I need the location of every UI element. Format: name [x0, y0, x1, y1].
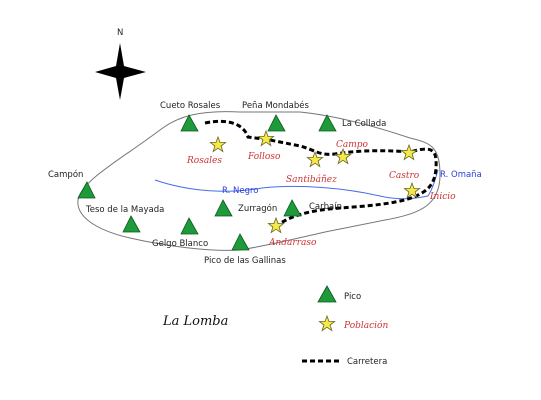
town-label: Folloso: [247, 152, 281, 162]
legend: Pico Población Carretera: [302, 285, 388, 367]
town-star-icon: [403, 181, 421, 199]
peak-triangle-icon: [180, 114, 199, 132]
river-negro-label: R. Negro: [222, 186, 259, 196]
river-omana-label: R. Omaña: [440, 170, 482, 180]
peak-label: Carbaín: [309, 202, 342, 212]
peak-label: La Collada: [342, 119, 386, 129]
legend-peak-label: Pico: [344, 292, 361, 302]
peak-label: Campón: [48, 169, 83, 180]
town-santibanez: Santibáñez: [286, 150, 337, 185]
peak-label: Teso de la Mayada: [85, 205, 164, 215]
town-star-icon: [334, 147, 352, 165]
peak-triangle-icon: [77, 181, 96, 199]
peak-triangle-icon: [122, 215, 141, 233]
legend-road-label: Carretera: [347, 357, 387, 367]
road-line: [204, 119, 438, 227]
north-label: N: [117, 28, 123, 38]
town-star-icon: [400, 143, 418, 161]
peak-teso-de-la-mayada: Teso de la Mayada: [85, 205, 164, 233]
town-inicio: Inicio: [403, 181, 456, 202]
legend-town-label: Población: [343, 320, 388, 331]
peak-triangle-icon: [283, 199, 302, 217]
town-folloso: Folloso: [247, 129, 281, 162]
compass-star-icon: [95, 43, 146, 100]
town-label: Campo: [336, 140, 369, 150]
peak-la-collada: La Collada: [318, 114, 386, 132]
town-star-icon: [306, 150, 324, 168]
peak-carbain: Carbaín: [283, 199, 342, 217]
legend-town-icon: [318, 314, 336, 332]
compass-rose: N: [95, 28, 146, 100]
peak-triangle-icon: [267, 114, 286, 132]
peak-pico-de-las-gallinas: Pico de las Gallinas: [204, 233, 286, 266]
river-omana-line: [427, 169, 439, 197]
town-label: Castro: [389, 171, 420, 181]
peak-label: Gelgo Blanco: [152, 239, 208, 249]
peak-triangle-icon: [214, 199, 233, 217]
peak-pena-mondabes: Peña Mondabés: [242, 100, 310, 132]
town-rosales: Rosales: [186, 135, 227, 166]
town-star-icon: [209, 135, 227, 153]
town-star-icon: [257, 129, 275, 147]
town-label: Rosales: [186, 156, 222, 166]
river-negro-line: [154, 179, 429, 200]
peak-label: Zurragón: [238, 203, 277, 214]
peak-triangle-icon: [231, 233, 250, 251]
legend-peak-icon: [317, 285, 337, 303]
peak-label: Pico de las Gallinas: [204, 256, 286, 266]
peak-campon: Campón: [48, 169, 96, 199]
region-title: La Lomba: [162, 314, 228, 329]
town-label: Santibáñez: [286, 174, 337, 185]
town-label: Andarraso: [268, 238, 317, 248]
town-campo: Campo: [334, 140, 369, 165]
peak-label: Cueto Rosales: [160, 101, 221, 111]
peak-gelgo-blanco: Gelgo Blanco: [152, 217, 208, 249]
peak-cueto-rosales: Cueto Rosales: [160, 101, 221, 132]
town-andarraso: Andarraso: [267, 216, 317, 248]
town-label: Inicio: [429, 192, 456, 202]
town-star-icon: [267, 216, 285, 234]
peak-label: Peña Mondabés: [242, 100, 310, 111]
peak-triangle-icon: [318, 114, 337, 132]
peak-triangle-icon: [180, 217, 199, 235]
town-castro: Castro: [389, 143, 420, 181]
peak-zurragon: Zurragón: [214, 199, 277, 217]
valley-boundary: [77, 111, 441, 251]
